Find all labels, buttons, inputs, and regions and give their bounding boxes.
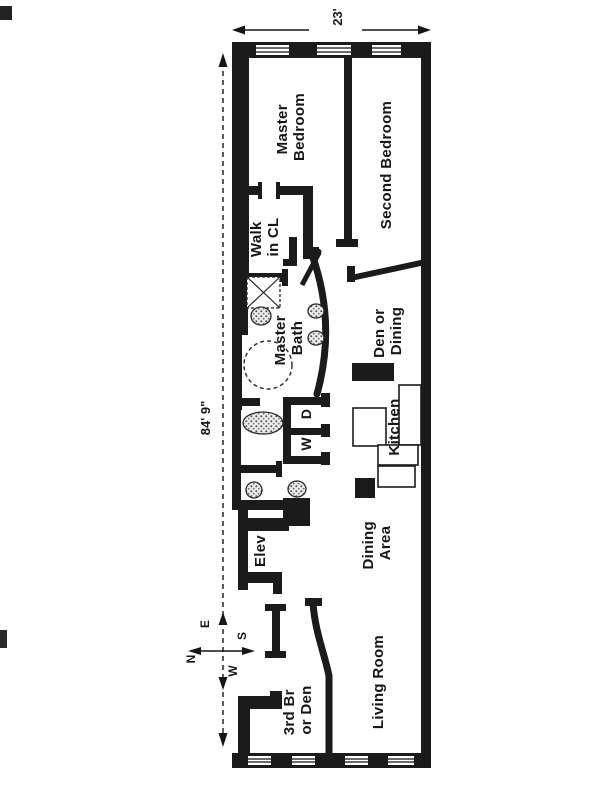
window-band-top — [256, 45, 401, 55]
sink-icon — [307, 303, 325, 319]
label-third-bedroom: 3rd Br or Den — [281, 685, 315, 735]
compass-arrow-right-icon — [242, 647, 255, 655]
counter-icon — [377, 465, 416, 488]
scan-artifact — [0, 630, 7, 648]
counter-icon — [377, 444, 419, 466]
arrow-down-icon — [218, 733, 228, 747]
window-icon — [292, 756, 315, 765]
compass-rose: N E S W — [184, 612, 255, 690]
compass-arrow-up-icon — [218, 612, 228, 625]
sink-icon — [307, 330, 325, 346]
bathtub-icon — [243, 340, 293, 390]
label-master-bath: Master Bath — [272, 311, 306, 366]
label-line: Bath — [289, 321, 306, 356]
sink-icon — [287, 480, 307, 498]
label-elevator: Elev — [252, 535, 269, 567]
label-living-room: Living Room — [370, 635, 387, 729]
arrow-up-icon — [218, 53, 228, 67]
window-icon — [345, 756, 368, 765]
window-icon — [388, 756, 414, 765]
shower-icon — [246, 276, 281, 309]
toilet-icon — [245, 481, 263, 499]
compass-label-e: E — [198, 620, 212, 628]
toilet-icon — [250, 306, 272, 326]
label-kitchen: Kitchen — [386, 398, 403, 455]
label-second-bedroom: Second Bedroom — [378, 101, 395, 229]
window-icon — [372, 45, 401, 55]
width-dimension — [232, 25, 431, 35]
compass-label-s: S — [235, 632, 249, 640]
wall-block — [355, 478, 375, 498]
label-walk-in-closet: Walk in CL — [248, 217, 282, 257]
door-swing-icon — [299, 248, 322, 287]
arrow-left-icon — [232, 25, 245, 35]
scan-artifact — [0, 6, 12, 20]
label-line: Master — [274, 104, 291, 154]
height-dimension — [218, 53, 228, 747]
label-line: 3rd Br — [281, 689, 298, 735]
compass-arrow-down-icon — [218, 677, 228, 690]
label-line: Master — [272, 315, 289, 365]
refrigerator-icon — [352, 363, 394, 381]
compass-label-n: N — [184, 655, 198, 664]
label-line: Den or — [371, 309, 388, 358]
label-line: Bedroom — [291, 93, 308, 161]
label-washer: W — [298, 437, 314, 451]
label-line: Dining — [360, 521, 377, 569]
kitchen-island-icon — [352, 407, 387, 447]
window-icon — [256, 45, 289, 55]
label-line: Walk — [248, 221, 265, 257]
label-line: Dining — [388, 307, 405, 355]
compass-label-w: W — [226, 665, 240, 677]
window-band-bottom — [248, 756, 414, 765]
window-icon — [248, 756, 271, 765]
height-dimension-label: 84' 9" — [198, 401, 213, 436]
window-icon — [317, 45, 351, 55]
vanity-icon — [242, 411, 284, 435]
label-dining-area: Dining Area — [360, 517, 394, 570]
label-den-or-dining: Den or Dining — [371, 304, 405, 358]
label-dryer: D — [298, 409, 314, 419]
arrow-right-icon — [418, 25, 431, 35]
compass-arrow-left-icon — [188, 647, 201, 655]
angled-wall-second-bedroom — [350, 258, 431, 281]
interior-walls — [232, 58, 358, 709]
curved-wall-master-bath — [307, 248, 330, 398]
curved-wall-living-room — [309, 602, 333, 753]
label-line: Area — [377, 525, 394, 560]
label-master-bedroom: Master Bedroom — [274, 93, 308, 161]
width-dimension-label: 23' — [330, 8, 345, 26]
label-line: or Den — [298, 685, 315, 734]
label-line: in CL — [265, 218, 282, 257]
